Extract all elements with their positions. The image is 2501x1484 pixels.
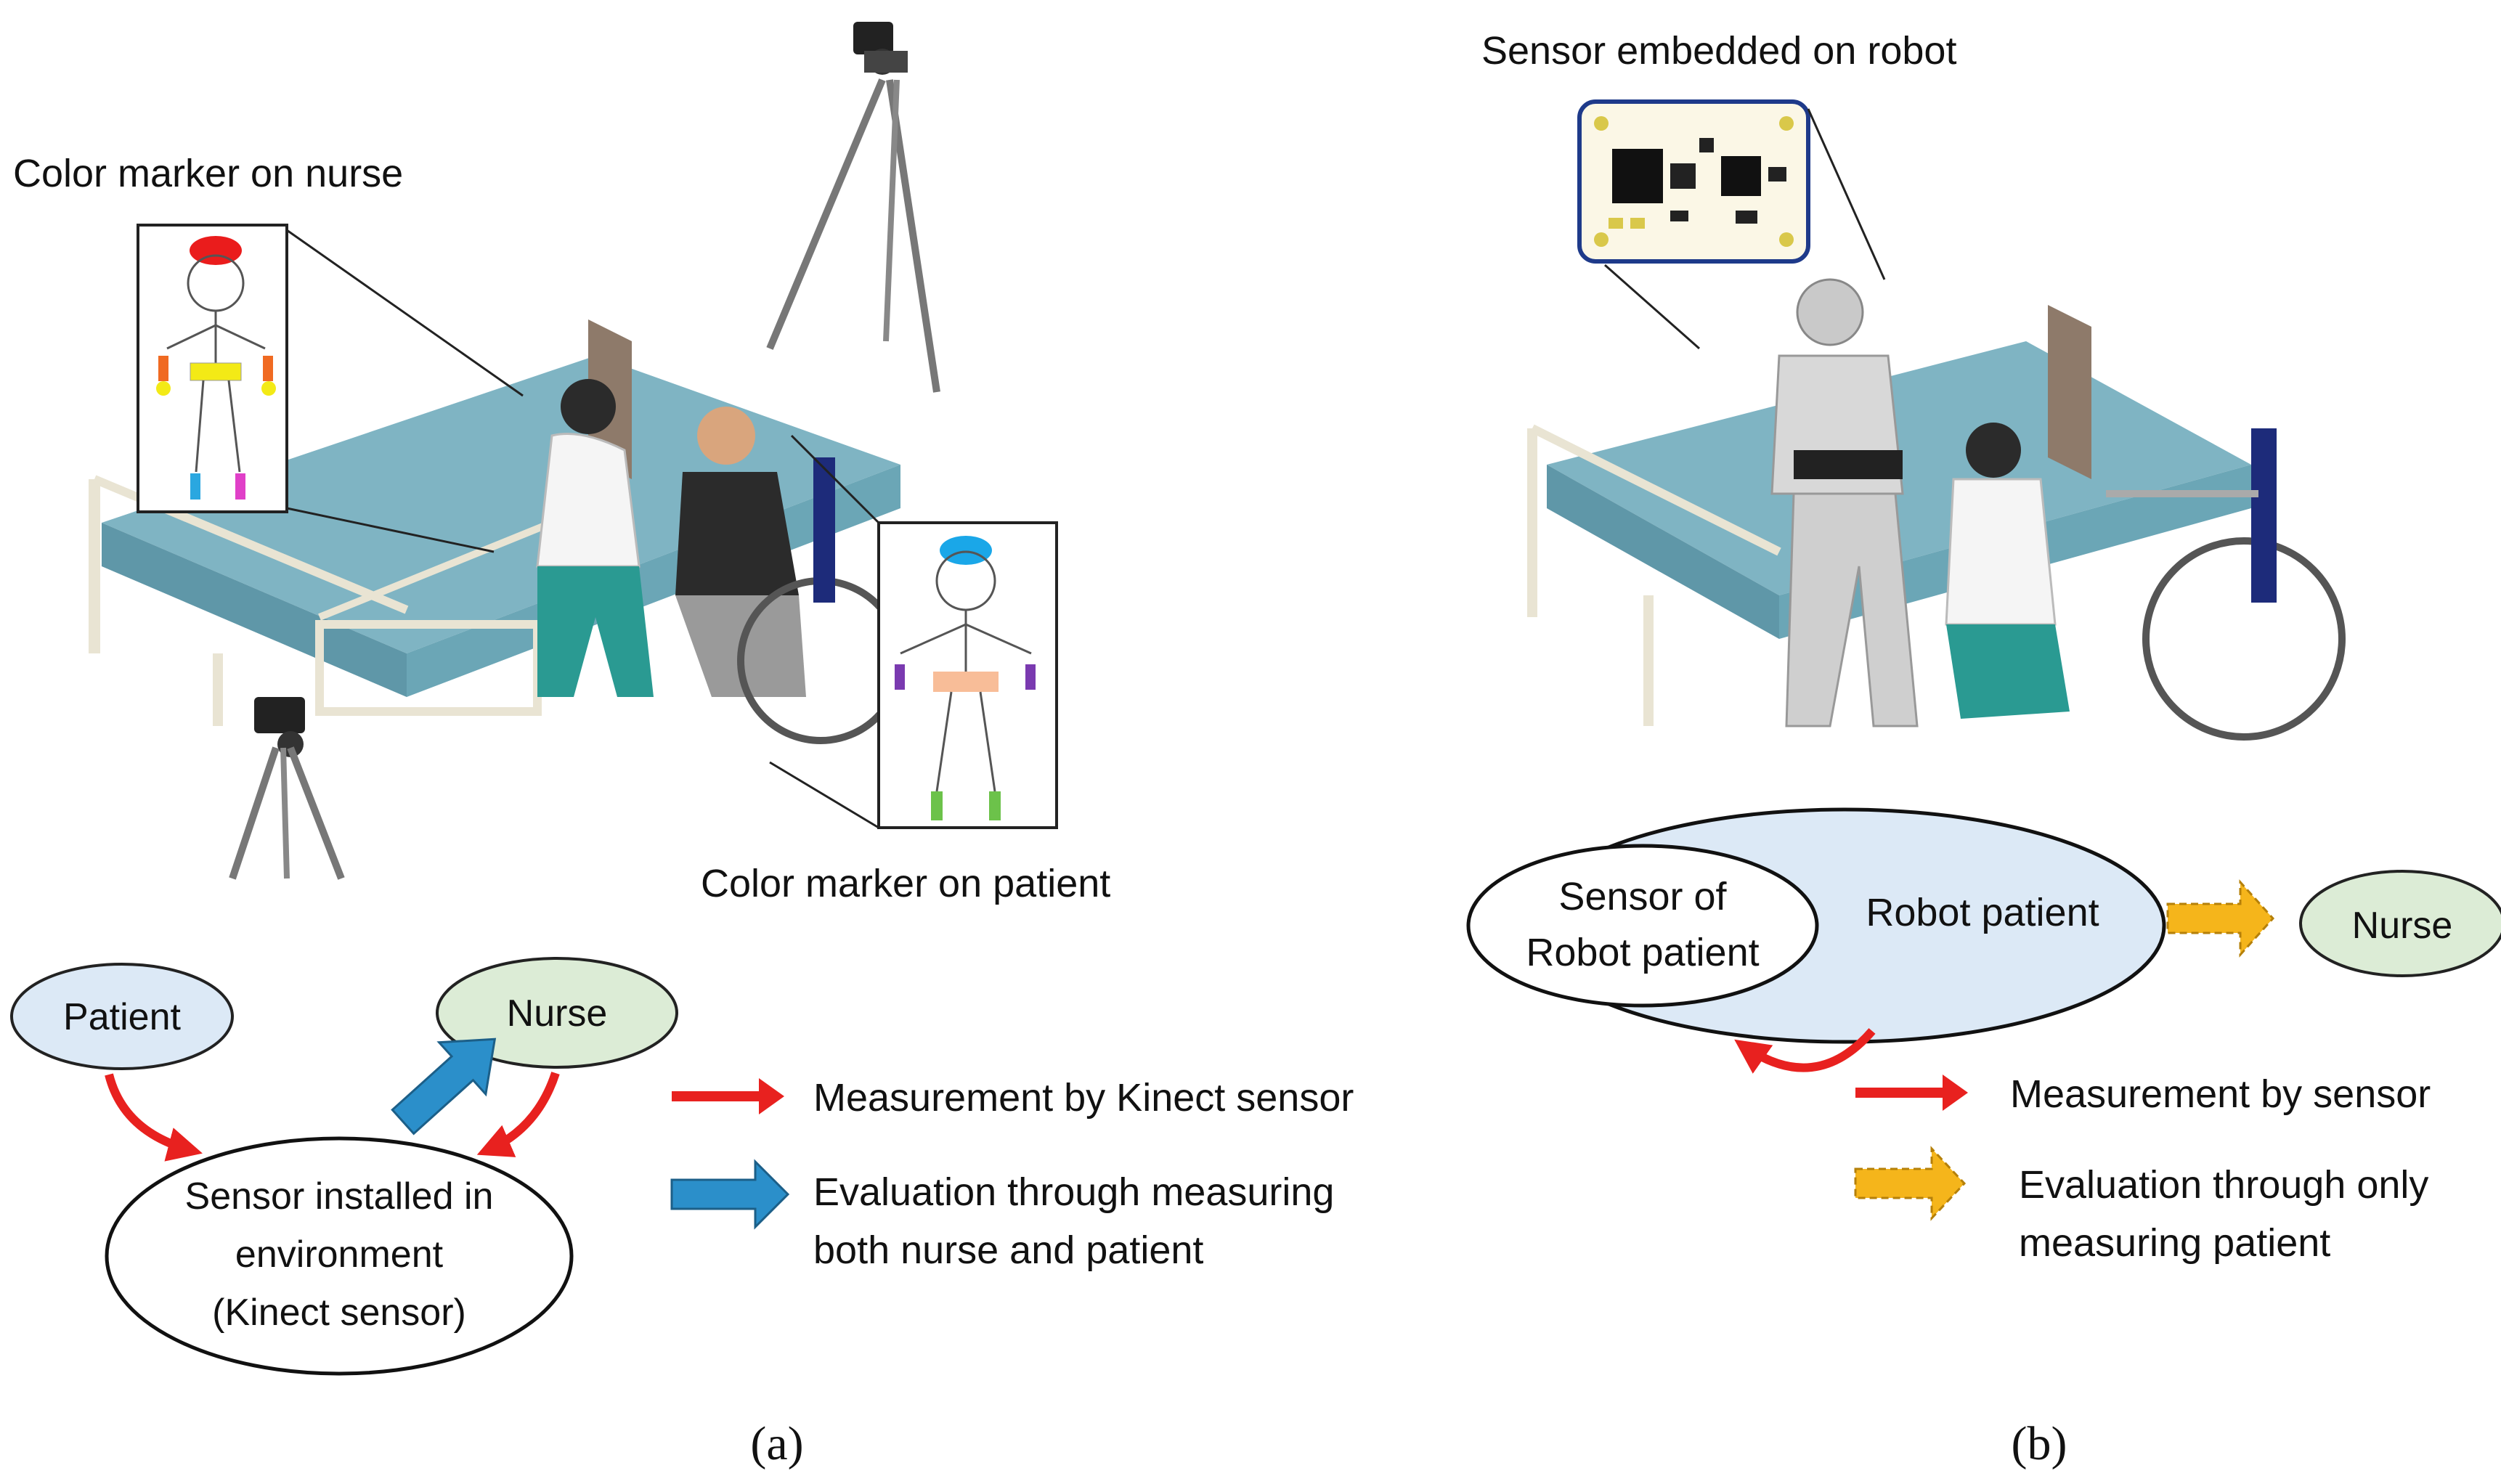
red-arrow-patient-to-sensor xyxy=(105,1073,203,1162)
nurse-marker-label: Color marker on nurse xyxy=(13,152,403,195)
node-nurse-b xyxy=(2299,870,2501,977)
wheelchair-b-illustration xyxy=(2106,428,2346,741)
legend-blue-a-line1: Evaluation through measuring xyxy=(813,1170,1334,1214)
sensor-callout-right xyxy=(1807,108,1886,280)
legend-blue-a xyxy=(670,1159,790,1230)
nurse-figure-a-illustration xyxy=(536,379,654,697)
legend-orange-b-line2: measuring patient xyxy=(2019,1221,2330,1265)
legend-red-b xyxy=(1855,1075,1968,1111)
patient-left-leg-marker xyxy=(931,791,943,820)
legend-red-b-label: Measurement by sensor xyxy=(2010,1072,2431,1116)
nurse-left-arm-marker xyxy=(158,356,168,381)
blue-arrow-sensor-to-nurse xyxy=(391,1037,497,1136)
node-nurse-a xyxy=(436,957,678,1069)
panel-a-label: (a) xyxy=(750,1417,803,1470)
sensor-callout-left xyxy=(1604,264,1700,350)
node-sensor-env-line3: (Kinect sensor) xyxy=(212,1292,466,1334)
red-arrow-robot-to-sensor xyxy=(1734,1028,1876,1074)
node-patient-a-label: Patient xyxy=(63,996,181,1038)
nurse-head-marker xyxy=(190,236,242,265)
legend-red-a-label: Measurement by Kinect sensor xyxy=(813,1076,1354,1120)
patient-callout-line-2 xyxy=(769,761,879,829)
nurse-callout-line-2 xyxy=(286,507,495,553)
node-nurse-b-label: Nurse xyxy=(2352,905,2453,947)
node-sensor-robot-line1: Sensor of xyxy=(1558,875,1727,918)
node-sensor-robot-line2: Robot patient xyxy=(1526,931,1759,974)
node-robot-patient-label: Robot patient xyxy=(1866,891,2099,934)
legend-red-a xyxy=(672,1078,784,1114)
panel-b: Sensor embedded on robot xyxy=(1466,29,2501,1470)
node-sensor-robot xyxy=(1466,844,1819,1008)
orange-arrow-robot-to-nurse xyxy=(2166,879,2275,958)
patient-head-marker xyxy=(940,536,992,565)
nurse-marker-box xyxy=(137,224,288,513)
panel-b-label: (b) xyxy=(2012,1417,2067,1470)
red-arrow-nurse-to-sensor xyxy=(476,1072,560,1157)
node-sensor-env xyxy=(105,1136,574,1376)
panel-a: Color marker on nurse Color marker on pa… xyxy=(10,22,1354,1470)
tripod-camera-top-illustration xyxy=(766,22,940,393)
nurse-left-leg-marker xyxy=(190,473,200,500)
patient-marker-label: Color marker on patient xyxy=(701,862,1110,905)
nurse-figure-b-illustration xyxy=(1945,423,2070,719)
sensor-board-illustration xyxy=(1577,99,1810,264)
patient-callout-line xyxy=(790,434,880,524)
patient-left-arm-marker xyxy=(895,664,905,690)
legend-orange-b xyxy=(1854,1146,1967,1221)
robot-patient-illustration xyxy=(1770,278,1919,727)
node-nurse-a-label: Nurse xyxy=(507,992,608,1035)
legend-blue-a-line2: both nurse and patient xyxy=(813,1228,1203,1272)
sensor-embedded-title: Sensor embedded on robot xyxy=(1481,29,1956,73)
patient-right-leg-marker xyxy=(989,791,1001,820)
patient-marker-box xyxy=(877,521,1058,829)
nurse-waist-marker xyxy=(190,362,242,381)
node-sensor-env-line1: Sensor installed in xyxy=(185,1175,494,1218)
patient-waist-marker xyxy=(933,672,999,692)
nurse-right-arm-marker xyxy=(263,356,273,381)
node-sensor-env-line2: environment xyxy=(235,1234,444,1276)
legend-orange-b-line1: Evaluation through only xyxy=(2019,1163,2428,1207)
node-patient-a xyxy=(10,963,234,1070)
nurse-right-leg-marker xyxy=(235,473,245,500)
tripod-camera-bottom-illustration xyxy=(229,697,345,880)
patient-right-arm-marker xyxy=(1025,664,1036,690)
nurse-callout-line xyxy=(279,224,524,397)
